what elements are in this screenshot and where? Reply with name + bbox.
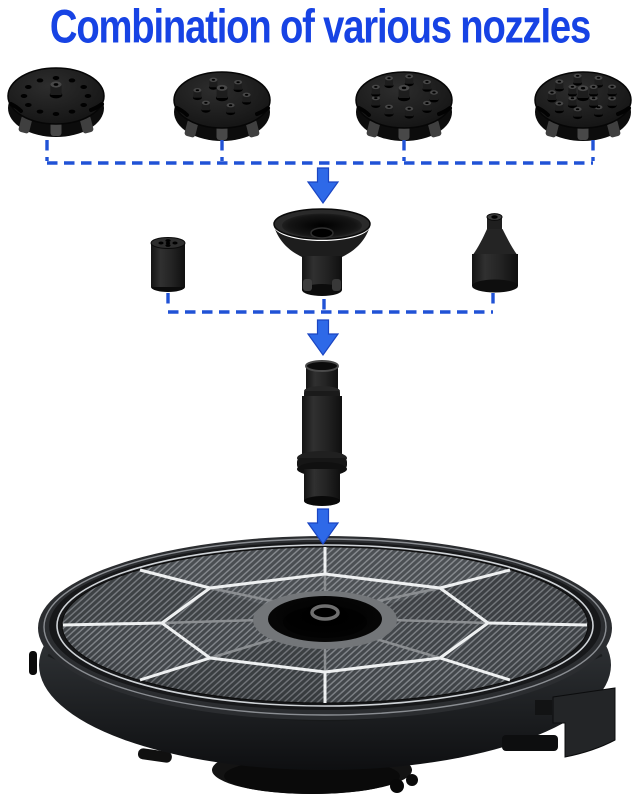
nozzle-cone-icon (472, 213, 518, 293)
nozzle-multi-stream-icon (150, 237, 186, 292)
down-arrow-icon (307, 167, 339, 204)
down-arrow-icon (307, 319, 339, 356)
solar-fountain-pump-icon (29, 536, 616, 794)
nozzle-cap-ring-holes-icon (6, 66, 106, 139)
page-title: Combination of various nozzles (49, 1, 591, 54)
bracket-top-row (45, 140, 595, 165)
pump-outlet-hub (253, 591, 397, 649)
bracket-middle-row (166, 293, 495, 314)
panel-inner-dividers (161, 574, 489, 672)
nozzle-funnel-icon (273, 208, 371, 296)
nozzle-cap-13-jets-icon (533, 70, 633, 143)
panel-white-grid (62, 547, 588, 703)
nozzle-cap-6-jets-icon (172, 70, 272, 143)
nozzle-cap-10-jets-icon (354, 70, 454, 143)
nozzle-connector-tube-icon (297, 360, 347, 506)
